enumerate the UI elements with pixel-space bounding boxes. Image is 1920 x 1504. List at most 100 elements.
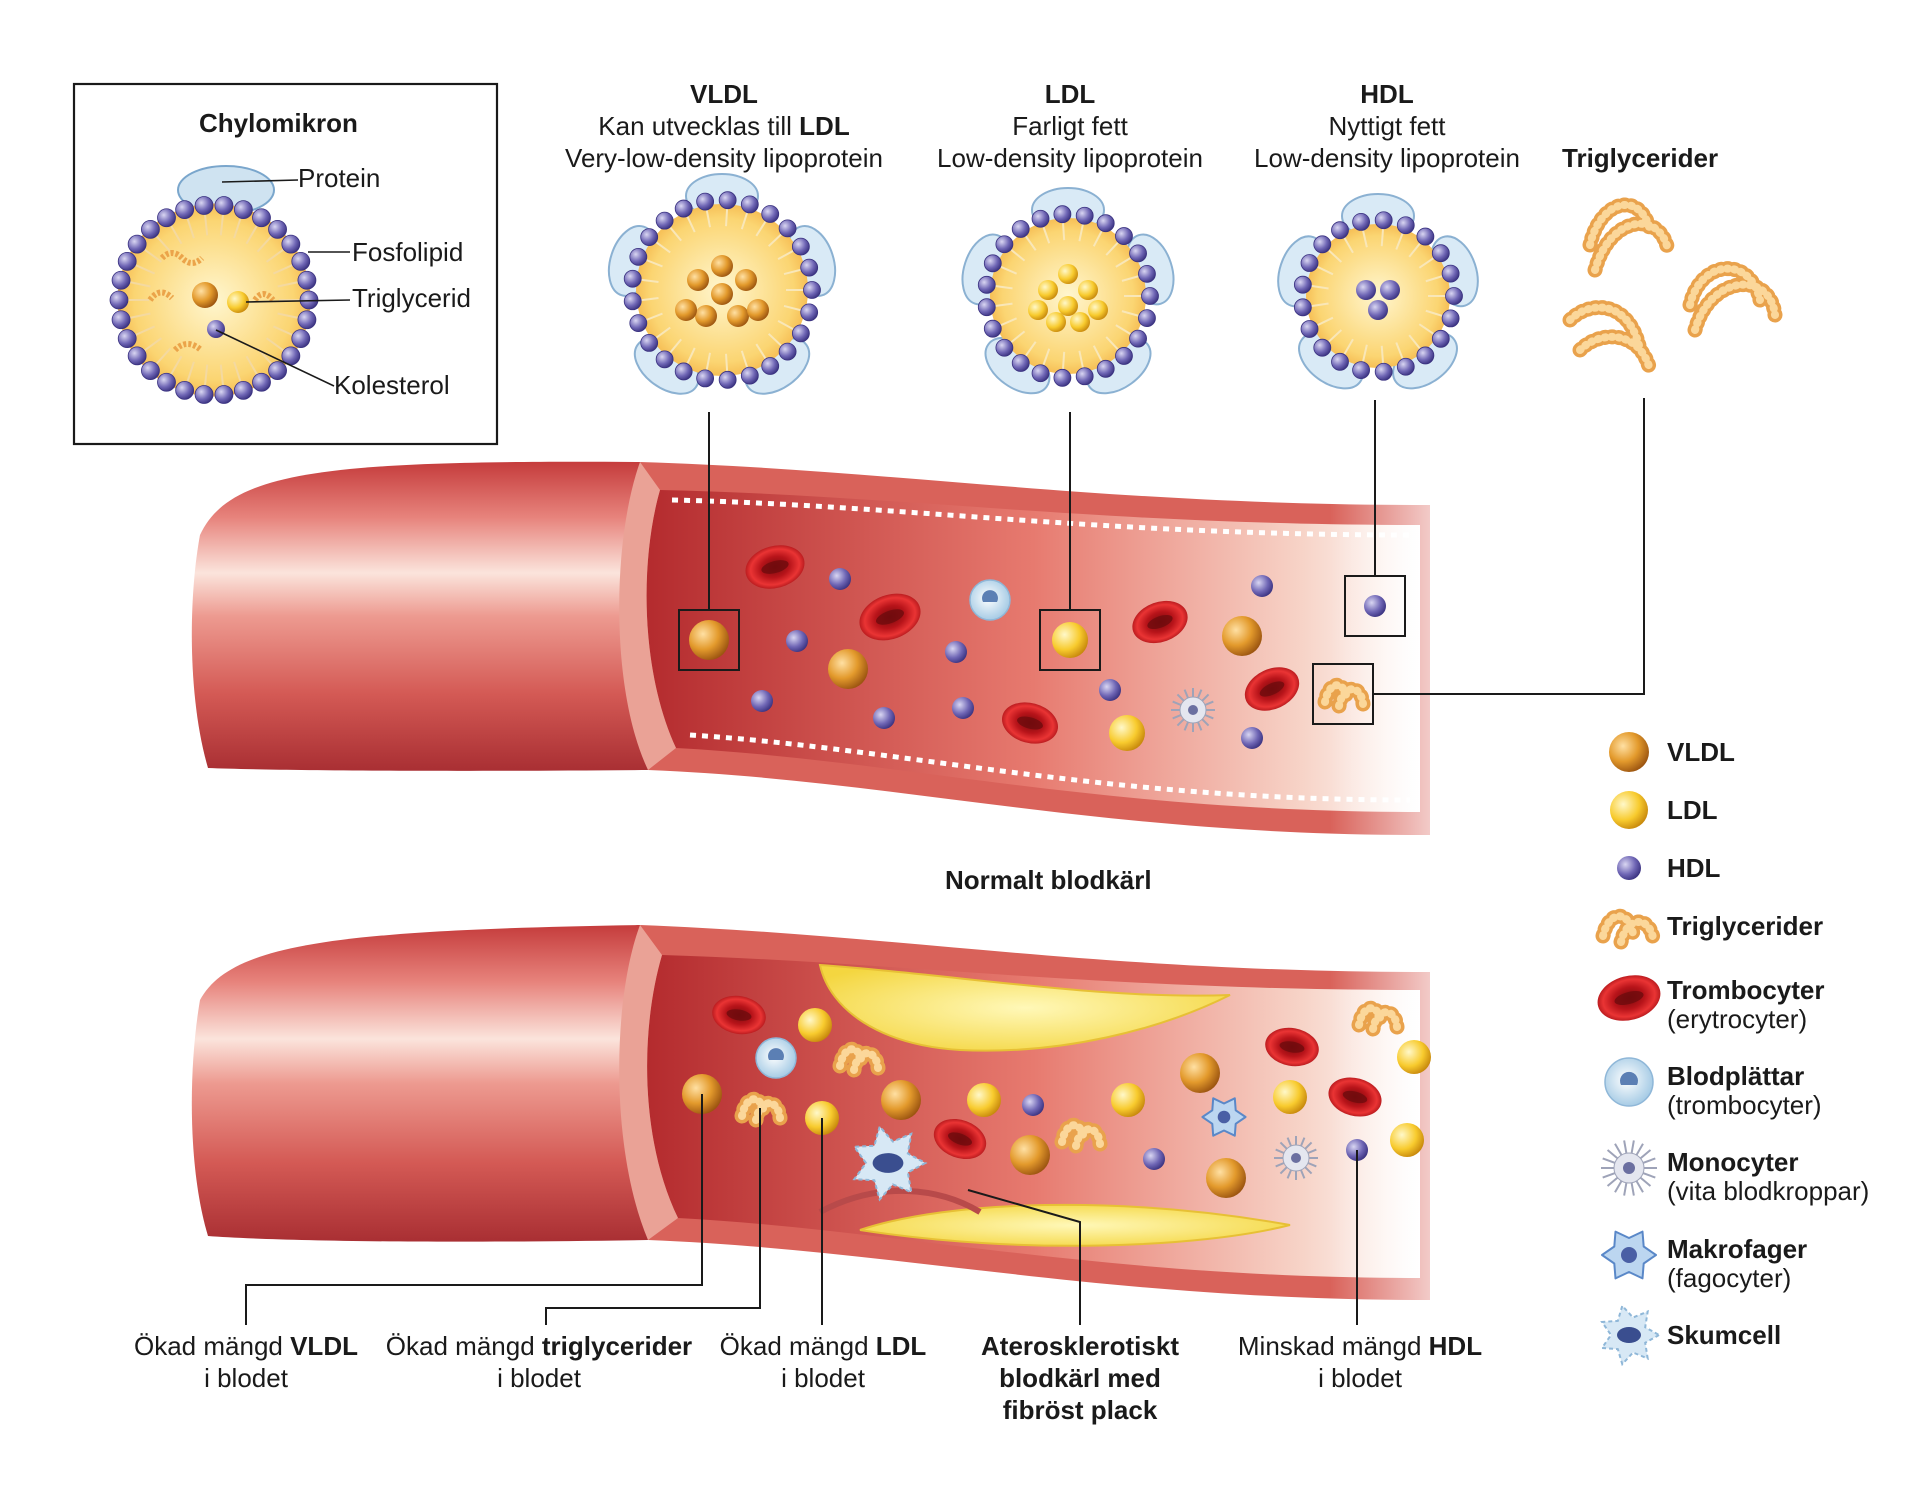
- phospholipid-head: [252, 208, 271, 228]
- phospholipid-head: [291, 251, 311, 271]
- phospholipid-head: [175, 200, 195, 220]
- phospholipid-head: [111, 310, 131, 330]
- phospholipid-head: [629, 314, 648, 333]
- legend-item: Skumcell: [1667, 1321, 1781, 1350]
- hdl-particle: [952, 697, 974, 719]
- phospholipid-head: [1441, 309, 1460, 328]
- ldl-particle: [1052, 622, 1088, 658]
- foam-cell: [852, 1124, 928, 1202]
- phospholipid-head: [233, 380, 253, 400]
- core-lipid: [695, 305, 717, 327]
- phospholipid-head: [761, 205, 780, 223]
- phospholipid-head: [655, 350, 674, 369]
- platelet: [969, 579, 1011, 621]
- ldl-icon: [1610, 791, 1648, 829]
- red-blood-cell: [1132, 600, 1188, 644]
- vldl-fullname: Very-low-density lipoprotein: [565, 143, 883, 173]
- vldl-particle: [828, 649, 868, 689]
- phospholipid-head: [1431, 244, 1450, 263]
- phospholipid-head: [127, 346, 147, 366]
- phospholipid-head: [761, 357, 780, 375]
- vldl-particle: [881, 1080, 921, 1120]
- legend-item: Triglycerider: [1667, 912, 1823, 941]
- red-blood-cell: [933, 1118, 987, 1160]
- phospholipid-head: [977, 298, 996, 317]
- phospholipid-head: [1096, 359, 1115, 378]
- phospholipid-head: [1129, 244, 1147, 263]
- core-lipid: [735, 269, 757, 291]
- phospholipid-head: [1115, 347, 1133, 365]
- phospholipid-head: [214, 385, 234, 404]
- hdl-fullname: Low-density lipoprotein: [1254, 143, 1520, 173]
- legend-icons: [1595, 732, 1662, 1367]
- core-lipid: [1088, 300, 1108, 320]
- ldl-particle: [1397, 1040, 1431, 1074]
- phospholipid-head: [1053, 368, 1072, 387]
- platelet-icon: [1604, 1057, 1654, 1107]
- legend-item-name: Trombocyter: [1667, 975, 1825, 1005]
- red-blood-cell: [1265, 1027, 1319, 1067]
- hdl-header: HDL Nyttigt fett Low-density lipoprotein: [1222, 78, 1552, 174]
- label-triglyceride: Triglycerid: [352, 283, 471, 313]
- phospholipid-head: [655, 211, 674, 230]
- phospholipid-head: [141, 220, 160, 239]
- vldl-icon: [1609, 732, 1649, 772]
- ldl-particle: [1390, 1123, 1424, 1157]
- legend-item-name: Makrofager: [1667, 1234, 1808, 1264]
- phospholipid-head: [291, 329, 311, 349]
- phospholipid-head: [214, 196, 234, 215]
- phospholipid-head: [1313, 235, 1332, 254]
- phospholipid-head: [674, 199, 693, 218]
- phospholipid-head: [623, 292, 642, 311]
- phospholipid-head: [983, 254, 1002, 273]
- upper-plaque: [818, 963, 1231, 1052]
- phospholipid-head: [252, 372, 271, 392]
- red-blood-cell: [712, 995, 766, 1035]
- vldl-particle: [1010, 1135, 1050, 1175]
- core-lipid: [1058, 264, 1078, 284]
- label-decreased-hdl: Minskad mängd HDL i blodet: [1237, 1331, 1483, 1393]
- core-lipid: [711, 255, 733, 277]
- phospholipid-head: [1396, 357, 1415, 376]
- legend-item-name: Blodplättar: [1667, 1061, 1805, 1091]
- label-phospholipid: Fosfolipid: [352, 237, 464, 267]
- phospholipid-head: [629, 247, 648, 266]
- phospholipid-head: [194, 196, 214, 215]
- phospholipid-head: [1331, 221, 1349, 240]
- core-lipid: [1058, 296, 1078, 316]
- top-lipoproteins: [607, 173, 1479, 395]
- vldl-particle: [1206, 1158, 1246, 1198]
- phospholipid-head: [983, 319, 1002, 338]
- phospholipid-head: [1374, 362, 1393, 381]
- hdl-subtitle: Nyttigt fett: [1328, 111, 1446, 141]
- chylomicron-particle: [109, 165, 319, 404]
- core-lipid: [675, 299, 697, 321]
- phospholipid-head: [623, 269, 642, 288]
- phospholipid-head: [740, 366, 759, 385]
- legend-item: LDL: [1667, 796, 1718, 825]
- phospholipid-head: [1396, 216, 1415, 235]
- phospholipid-head: [1352, 213, 1370, 231]
- lower-plaque: [859, 1203, 1291, 1247]
- phospholipid-ring: [109, 196, 319, 404]
- hdl-particle: [1099, 679, 1121, 701]
- legend-item: Monocyter(vita blodkroppar): [1667, 1148, 1869, 1206]
- phospholipid-head: [1293, 275, 1312, 294]
- phospholipid-head: [1300, 254, 1319, 272]
- monocyte-icon: [1601, 1140, 1657, 1196]
- macrophage-icon: [1601, 1230, 1657, 1280]
- legend-item: Trombocyter(erytrocyter): [1667, 976, 1825, 1034]
- phospholipid-head: [718, 191, 737, 210]
- label-cholesterol: Kolesterol: [334, 370, 450, 400]
- legend-item-subtitle: (trombocyter): [1667, 1090, 1822, 1120]
- phospholipid-head: [696, 192, 715, 211]
- ldl-particle: [1111, 1083, 1145, 1117]
- phospholipid-head: [800, 258, 819, 277]
- phospholipid-head: [175, 380, 195, 400]
- phospholipid-head: [674, 362, 693, 381]
- phospholipid-head: [127, 234, 147, 254]
- hdl-particle: [829, 568, 851, 590]
- foam-cell-icon: [1600, 1303, 1662, 1367]
- phospholipid-head: [1138, 264, 1156, 283]
